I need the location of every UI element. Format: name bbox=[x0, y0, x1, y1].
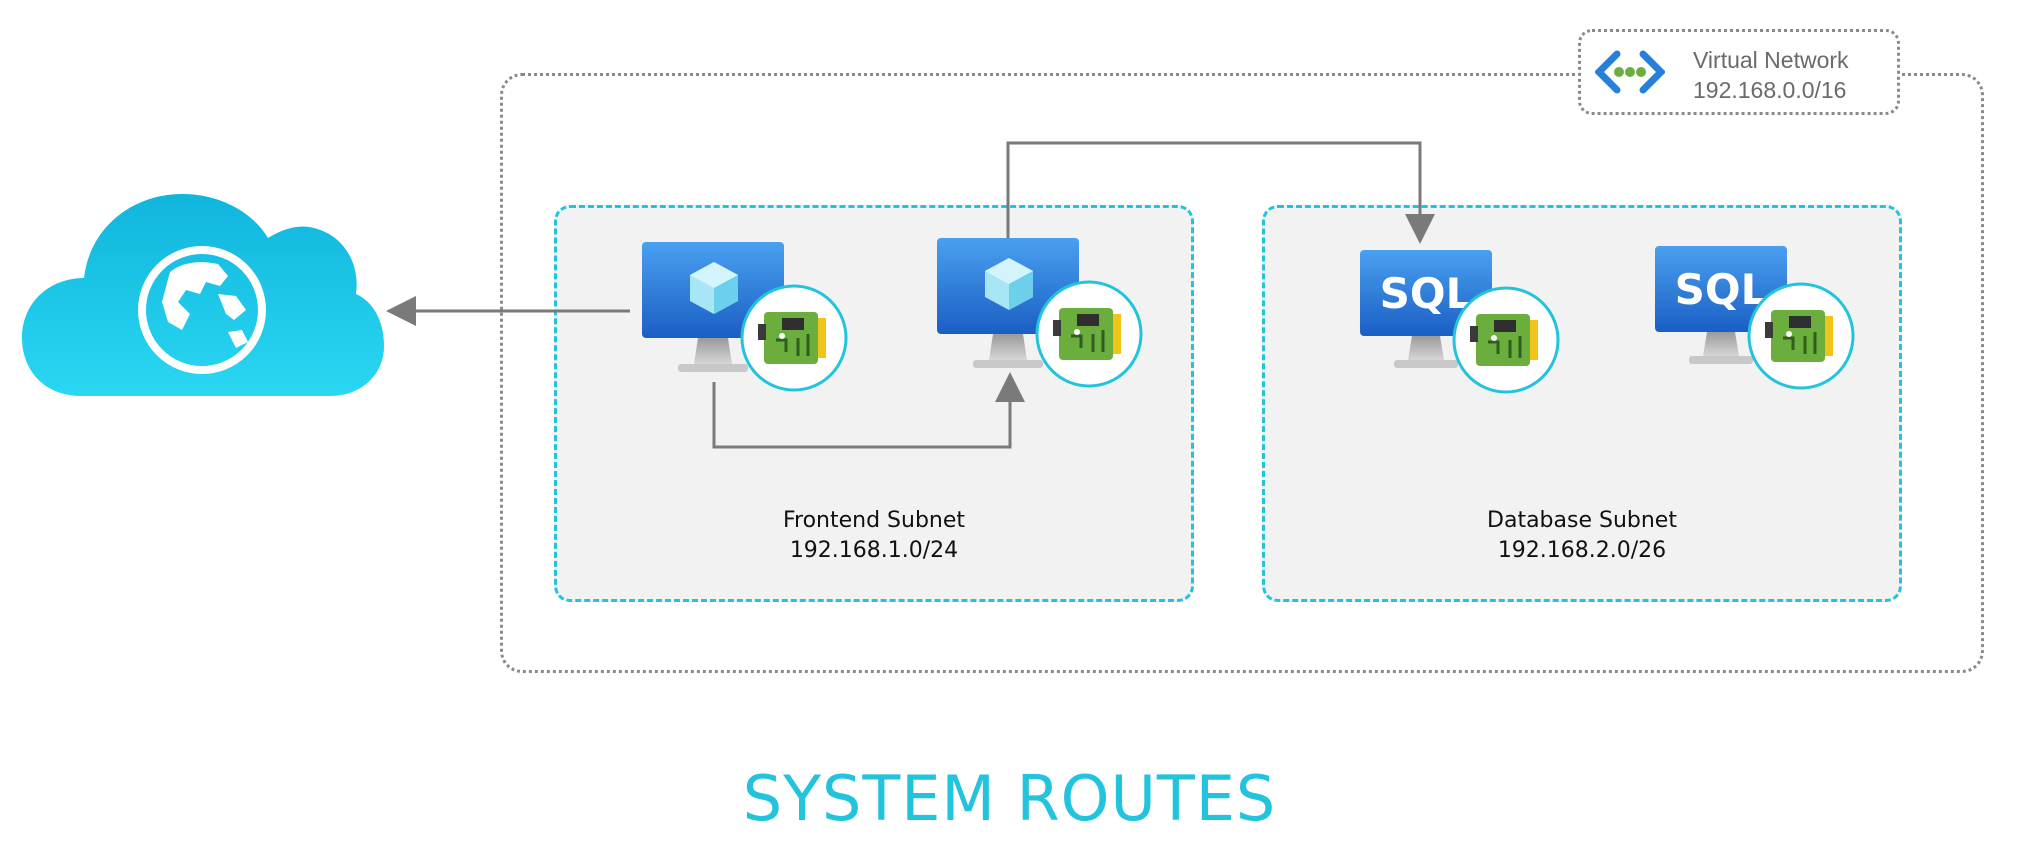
route-vm1-to-vm2 bbox=[712, 372, 1025, 449]
vnet-cidr: 192.168.0.0/16 bbox=[1693, 77, 1847, 103]
frontend-vm-2 bbox=[937, 238, 1143, 388]
network-interface-icon bbox=[740, 284, 848, 392]
frontend-vm-1 bbox=[642, 242, 848, 392]
vnet-name: Virtual Network bbox=[1693, 47, 1849, 73]
cloud-icon bbox=[22, 194, 384, 396]
virtual-network-icon bbox=[1595, 50, 1665, 94]
database-subnet-cidr: 192.168.2.0/26 bbox=[1497, 538, 1667, 563]
sql-label: SQL bbox=[1380, 269, 1473, 318]
virtual-network-boundary bbox=[500, 73, 1984, 673]
sql-vm-1: SQL bbox=[1360, 250, 1560, 394]
sql-vm-2: SQL bbox=[1655, 246, 1855, 390]
database-subnet: Database Subnet 192.168.2.0/26 bbox=[1262, 205, 1902, 602]
virtual-network-label: Virtual Network 192.168.0.0/16 bbox=[1578, 29, 1900, 115]
frontend-subnet-name: Frontend Subnet bbox=[782, 508, 966, 533]
diagram-title: SYSTEM ROUTES bbox=[742, 762, 1277, 835]
sql-label: SQL bbox=[1675, 265, 1768, 314]
network-interface-icon bbox=[1035, 280, 1143, 388]
route-vm2-to-sql1 bbox=[1006, 141, 1435, 244]
network-interface-icon bbox=[1747, 282, 1855, 390]
network-interface-icon bbox=[1452, 286, 1560, 394]
frontend-subnet-cidr: 192.168.1.0/24 bbox=[789, 538, 959, 563]
internet-cloud bbox=[22, 190, 384, 402]
database-subnet-name: Database Subnet bbox=[1487, 508, 1677, 533]
